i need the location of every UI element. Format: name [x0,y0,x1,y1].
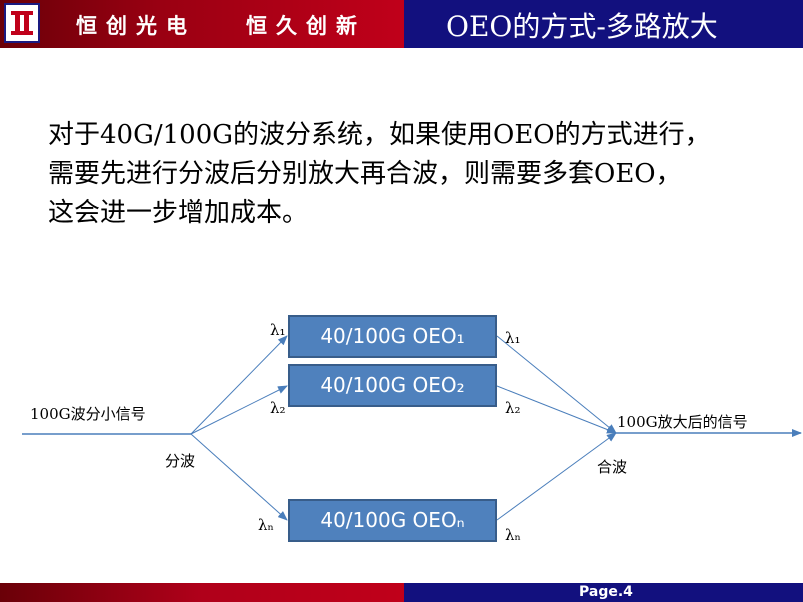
oeo-box-1: 40/100G OEO₁ [288,315,497,358]
demux-arrow-1 [190,335,288,435]
lambda-out-1: λ₁ [505,329,521,347]
header-blue-band [404,0,803,48]
lambda-out-n: λₙ [505,526,521,544]
lambda-in-1: λ₁ [270,321,286,339]
demux-label: 分波 [165,452,196,470]
body-line-2: 需要先进行分波后分别放大再合波，则需要多套OEO， [48,159,682,189]
page-number: Page.4 [579,584,633,600]
lambda-out-2: λ₂ [505,399,521,417]
output-signal-label: 100G放大后的信号 [617,413,748,431]
demux-arrow-n [190,433,288,521]
mux-arrow-1 [496,335,617,434]
slide-title: OEO的方式-多路放大 [446,10,718,43]
mux-arrow-2 [496,385,617,434]
body-line-3: 这会进一步增加成本。 [48,198,309,228]
oeo-box-n: 40/100G OEOₙ [288,499,497,542]
header-red-band [0,0,404,48]
mux-label: 合波 [597,458,628,476]
footer-blue-band [404,583,803,602]
company-slogan-2: 恒久创新 [246,14,366,38]
logo-mark [11,11,33,35]
body-line-1: 对于40G/100G的波分系统，如果使用OEO的方式进行， [48,120,711,150]
oeo-box-2: 40/100G OEO₂ [288,364,497,407]
lambda-in-2: λ₂ [270,399,286,417]
footer-red-band [0,583,404,602]
lambda-in-n: λₙ [258,516,274,534]
mux-arrow-n [496,432,617,521]
body-paragraph: 对于40G/100G的波分系统，如果使用OEO的方式进行， 需要先进行分波后分别… [48,116,788,233]
input-signal-label: 100G波分小信号 [30,405,146,423]
company-slogan-1: 恒创光电 [76,14,196,38]
company-logo-icon [4,3,40,43]
demux-arrow-2 [190,385,288,435]
slide-header: 恒创光电 恒久创新 OEO的方式-多路放大 [0,0,803,48]
